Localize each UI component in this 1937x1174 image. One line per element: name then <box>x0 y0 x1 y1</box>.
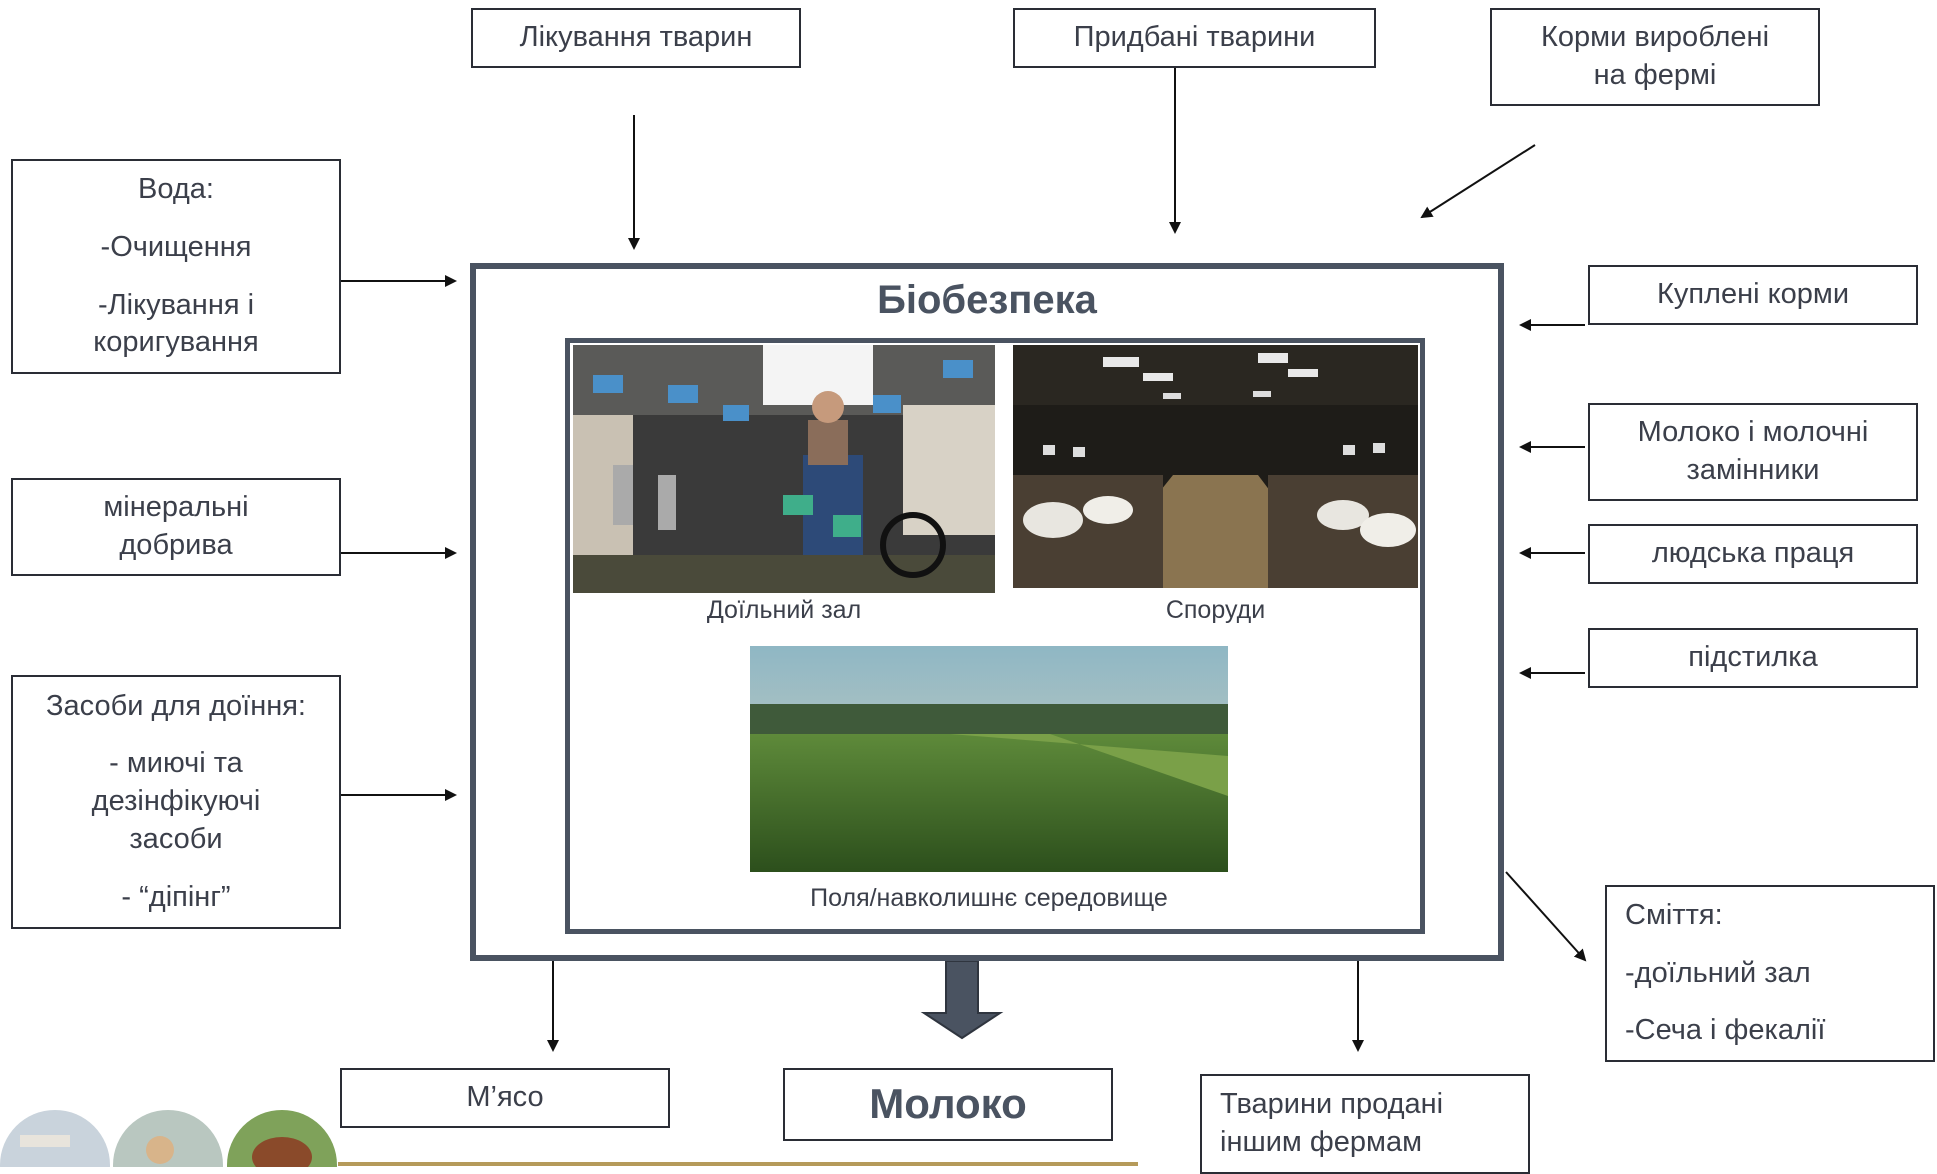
milk-box: Молоко <box>783 1068 1113 1141</box>
waste-box: Сміття: -доїльний зал -Сеча і фекалії <box>1605 885 1935 1062</box>
farm-feed-label: Корми вироблені на фермі <box>1540 21 1770 91</box>
fertilizer-label: мінеральні добрива <box>103 491 249 561</box>
decorative-photo-circles <box>0 1110 337 1167</box>
milking-supplies-line-1: - миючі та дезінфікуючі засоби <box>91 747 261 855</box>
fields-photo <box>750 646 1228 872</box>
arrow-milk-block <box>920 960 1004 1040</box>
fertilizer-box: мінеральні добрива <box>11 478 341 576</box>
farm-feed-box: Корми вироблені на фермі <box>1490 8 1820 106</box>
buildings-photo <box>1013 345 1418 588</box>
milking-supplies-heading: Засоби для доїння: <box>46 689 306 722</box>
sold-animals-box: Тварини продані іншим фермам <box>1200 1074 1530 1174</box>
milking-parlor-caption: Доїльний зал <box>706 596 862 624</box>
bottom-accent-line <box>338 1162 1138 1166</box>
purchased-animals-box: Придбані тварини <box>1013 8 1376 68</box>
purchased-animals-label: Придбані тварини <box>1073 21 1316 54</box>
water-heading: Вода: <box>138 173 214 206</box>
milking-supplies-box: Засоби для доїння: - миючі та дезінфікую… <box>11 675 341 929</box>
waste-heading: Сміття: <box>1625 898 1723 931</box>
labor-label: людська праця <box>1651 537 1855 570</box>
milking-parlor-photo <box>573 345 995 593</box>
meat-label: М’ясо <box>466 1081 544 1114</box>
labor-box: людська праця <box>1588 524 1918 584</box>
milking-supplies-line-2: - “діпінг” <box>121 880 231 913</box>
buildings-caption: Споруди <box>1165 596 1266 624</box>
milk-replacers-label: Молоко і молочні замінники <box>1637 416 1869 486</box>
arrow-waste <box>1505 871 1587 962</box>
bought-feed-label: Куплені корми <box>1656 278 1850 311</box>
arrow-farmfeed <box>1420 144 1536 219</box>
bedding-box: підстилка <box>1588 628 1918 688</box>
milk-replacers-box: Молоко і молочні замінники <box>1588 403 1918 501</box>
biosecurity-title: Біобезпека <box>877 278 1097 322</box>
meat-box: М’ясо <box>340 1068 670 1128</box>
fields-caption: Поля/навколишнє середовище <box>810 884 1168 912</box>
treatment-box: Лікування тварин <box>471 8 801 68</box>
water-box: Вода: -Очищення -Лікування і коригування <box>11 159 341 374</box>
waste-line-2: -Сеча і фекалії <box>1625 1014 1826 1047</box>
bought-feed-box: Куплені корми <box>1588 265 1918 325</box>
water-line-2: -Лікування і коригування <box>93 288 259 359</box>
sold-animals-label: Тварини продані іншим фермам <box>1220 1088 1444 1158</box>
bedding-label: підстилка <box>1688 641 1818 674</box>
milk-label: Молоко <box>869 1080 1027 1128</box>
water-line-1: -Очищення <box>100 230 252 263</box>
waste-line-1: -доїльний зал <box>1625 956 1811 989</box>
treatment-label: Лікування тварин <box>519 21 753 54</box>
